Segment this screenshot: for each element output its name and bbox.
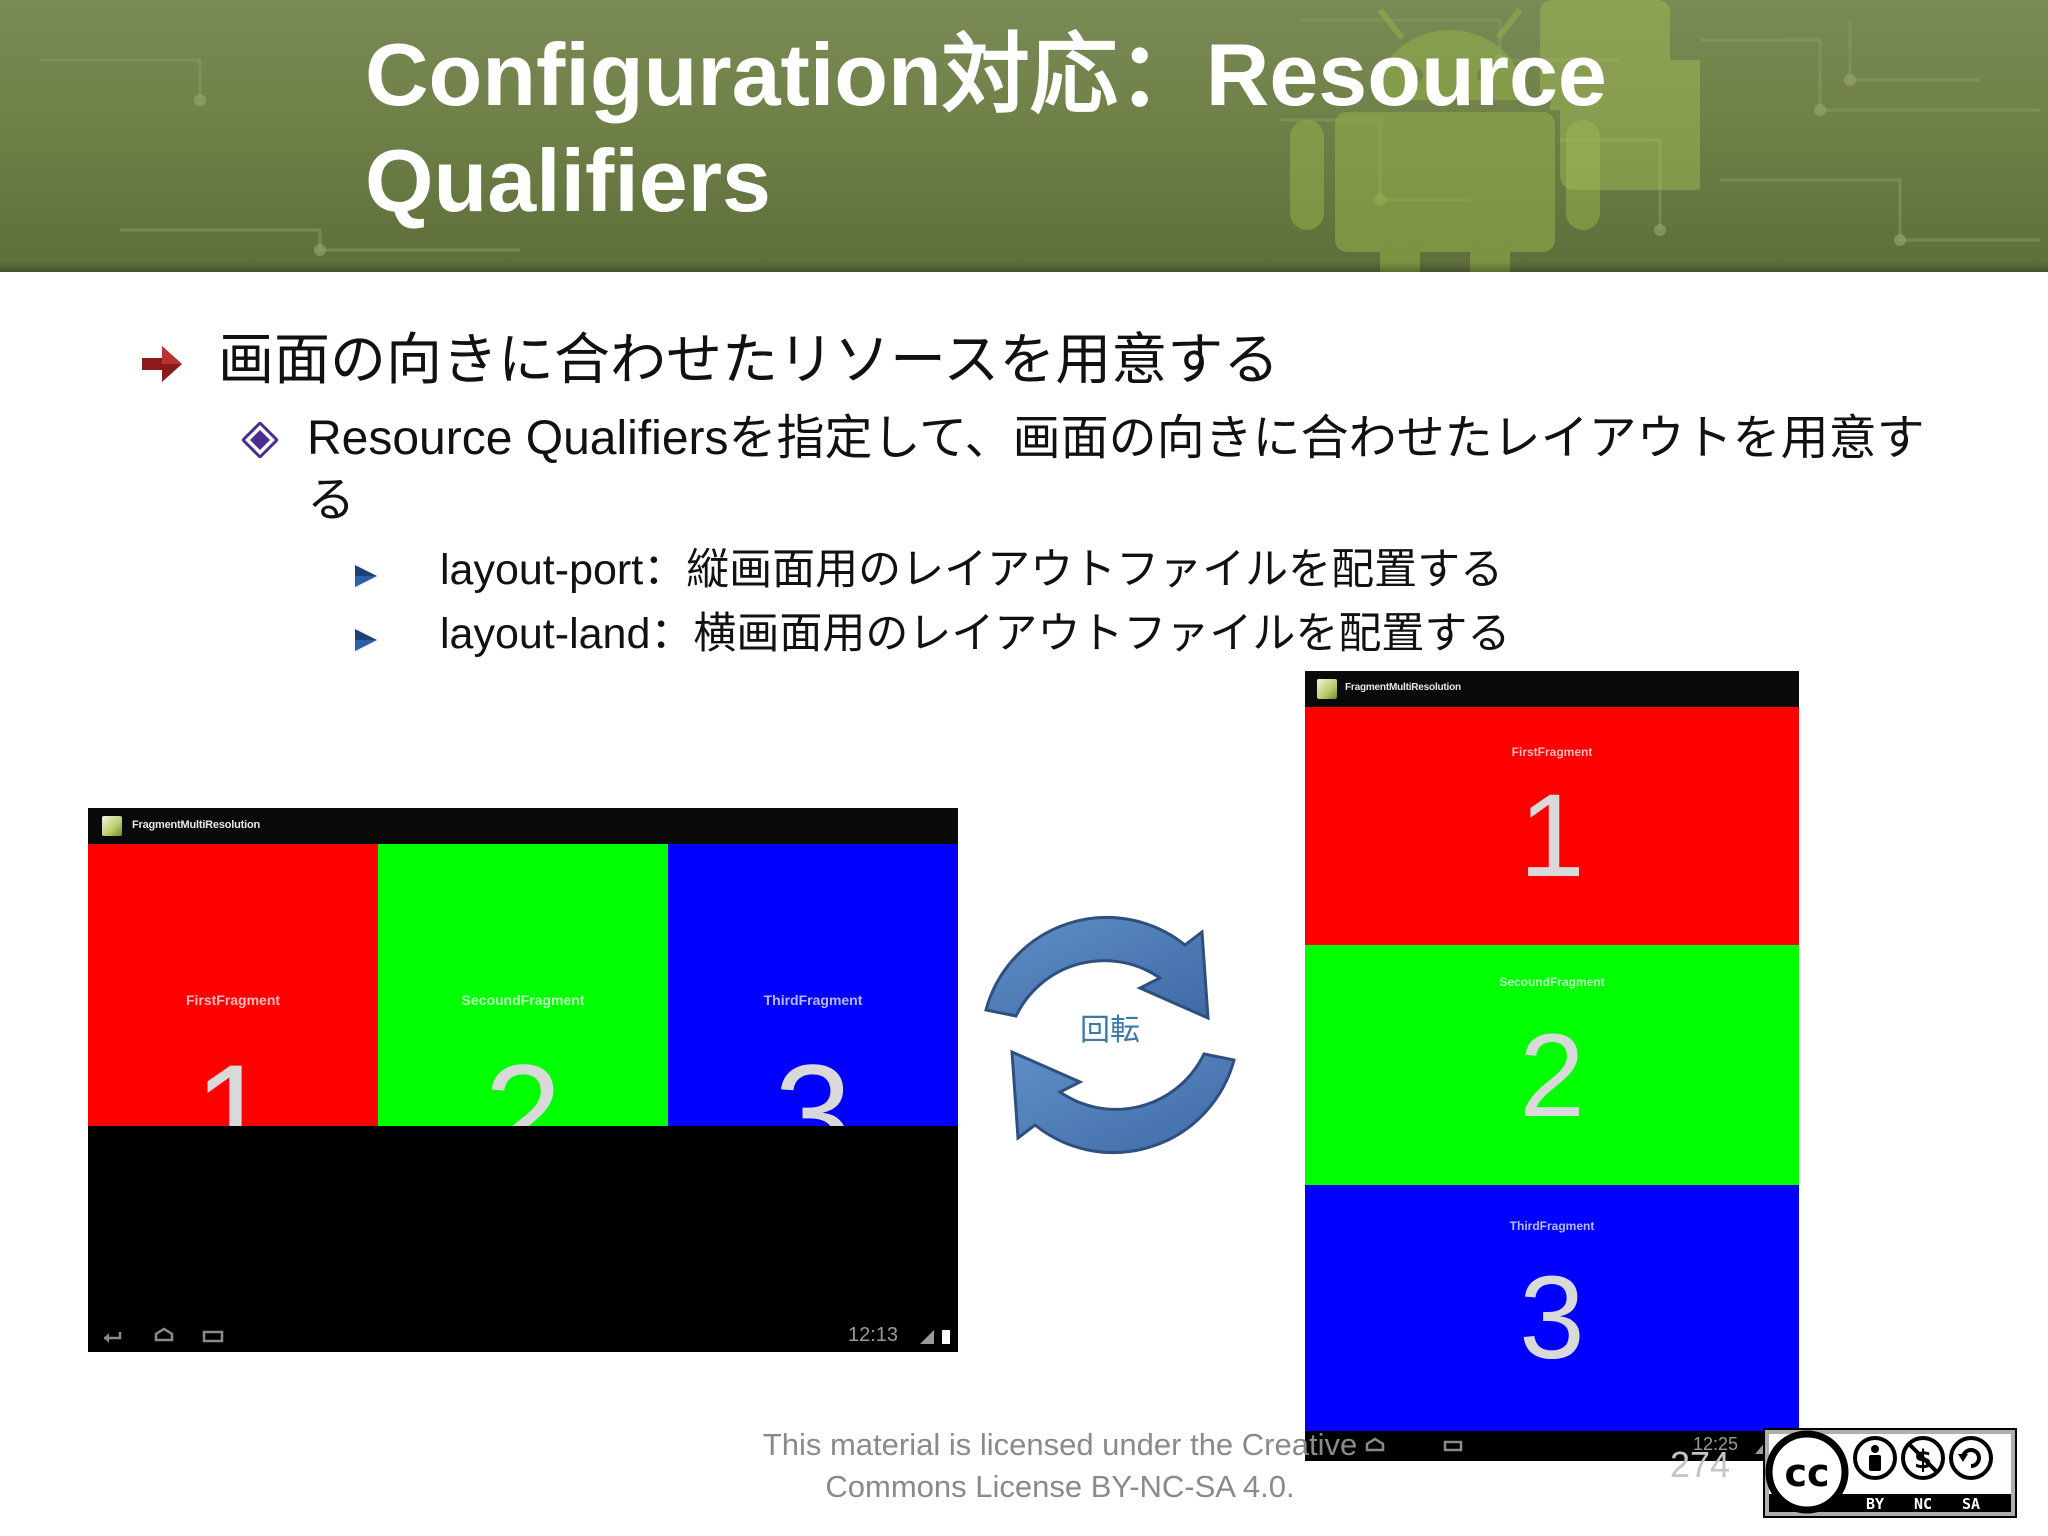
svg-text:BY: BY	[1866, 1495, 1884, 1513]
cc-by-nc-sa-badge-icon[interactable]: cc $ BY NC SA	[1763, 1428, 2017, 1518]
page-number: 274	[1670, 1444, 1731, 1485]
app-icon	[102, 816, 122, 836]
red-arrow-bullet-icon	[142, 346, 182, 382]
slide-title: Configuration対応：Resource Qualifiers	[365, 25, 1607, 230]
app-title: FragmentMultiResolution	[1345, 682, 1461, 693]
portrait-screenshot: FragmentMultiResolution FirstFragment 1 …	[1305, 671, 1799, 1461]
fragment-name: ThirdFragment	[763, 992, 863, 1008]
bullet-level1: 画面の向きに合わせたリソースを用意する	[218, 328, 1280, 393]
fragment-number: 1	[194, 1035, 272, 1127]
header-banner: Configuration対応：Resource Qualifiers	[0, 0, 2048, 272]
first-fragment: FirstFragment 1	[88, 844, 378, 1126]
fragment-number: 1	[1519, 770, 1585, 902]
svg-text:cc: cc	[1784, 1451, 1829, 1495]
third-fragment: ThirdFragment 3	[1305, 1185, 1799, 1431]
license-line-1: This material is licensed under the Crea…	[762, 1427, 1358, 1462]
app-icon	[1317, 679, 1337, 699]
status-clock: 12:25	[1693, 1434, 1739, 1454]
fragment-number: 3	[1519, 1252, 1585, 1384]
android-robots-graphic	[1290, 0, 1700, 272]
status-clock: 12:13	[848, 1324, 899, 1346]
home-recent-icons	[1365, 1437, 1463, 1452]
bullet-level2: Resource Qualifiersを指定して、画面の向きに合わせたレイアウト…	[307, 412, 1925, 527]
svg-text:SA: SA	[1962, 1495, 1980, 1513]
app-titlebar: FragmentMultiResolution	[1305, 671, 1799, 707]
landscape-screenshot: FragmentMultiResolution FirstFragment 1 …	[88, 808, 958, 1352]
rotate-arrows-icon	[984, 915, 1236, 1155]
fragment-number: 2	[1519, 1010, 1585, 1142]
fragment-name: SecoundFragment	[461, 992, 585, 1008]
header-shadow	[0, 262, 2048, 272]
rotate-label: 回転	[1080, 1013, 1140, 1048]
bullet-level3-port: layout-port：縦画面用のレイアウトファイルを配置する	[440, 546, 1504, 594]
fragment-name: SecoundFragment	[1499, 975, 1605, 989]
system-navbar: 12:13	[88, 1320, 958, 1352]
app-title: FragmentMultiResolution	[132, 819, 261, 831]
fragment-name: ThirdFragment	[1509, 1219, 1595, 1233]
second-fragment: SecoundFragment 2	[378, 844, 668, 1126]
second-fragment: SecoundFragment 2	[1305, 945, 1799, 1185]
diamond-bullet-icon	[242, 422, 278, 458]
fragment-name: FirstFragment	[1511, 745, 1593, 759]
license-text: This material is licensed under the Crea…	[700, 1424, 1420, 1508]
bullet-level3-land: layout-land：横画面用のレイアウトファイルを配置する	[440, 610, 1511, 658]
app-titlebar: FragmentMultiResolution	[88, 808, 958, 844]
triangle-bullet-icon	[355, 565, 377, 587]
fragment-number: 2	[484, 1035, 562, 1127]
triangle-bullet-icon	[355, 629, 377, 651]
fragment-number: 3	[774, 1035, 852, 1127]
third-fragment: ThirdFragment 3	[668, 844, 958, 1126]
license-line-2: Commons License BY-NC-SA 4.0.	[825, 1469, 1295, 1504]
first-fragment: FirstFragment 1	[1305, 707, 1799, 945]
svg-text:NC: NC	[1914, 1495, 1932, 1513]
signal-battery-icon	[920, 1330, 950, 1344]
fragment-name: FirstFragment	[185, 992, 281, 1008]
back-home-recent-icons	[104, 1327, 224, 1343]
system-navbar: 12:25	[1305, 1431, 1799, 1461]
